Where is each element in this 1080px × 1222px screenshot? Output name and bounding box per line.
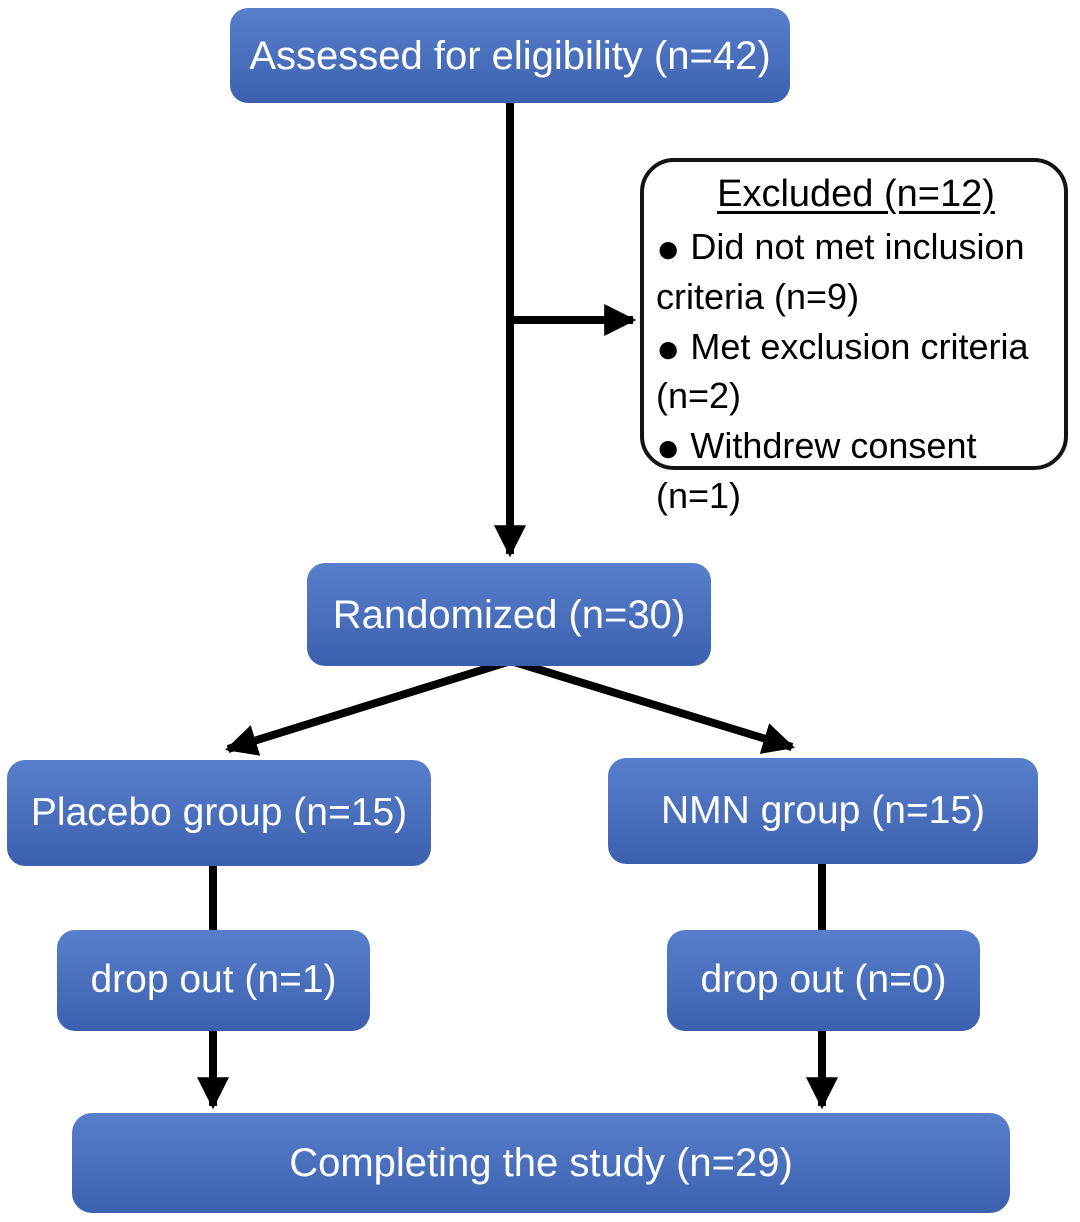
node-completing-the-study: Completing the study (n=29) — [72, 1113, 1010, 1213]
arrow-randomized-to-placebo — [224, 657, 513, 756]
excluded-item: ●Met exclusion criteria (n=2) — [656, 324, 1029, 417]
excluded-item-label: Withdrew consent (n=1) — [656, 425, 977, 516]
excluded-item-label: Did not met inclusion criteria (n=9) — [656, 226, 1025, 318]
node-label: drop out (n=1) — [90, 958, 337, 1002]
excluded-item-label: Met exclusion criteria (n=2) — [656, 325, 1029, 417]
node-placebo-group: Placebo group (n=15) — [7, 760, 431, 866]
node-nmn-group: NMN group (n=15) — [608, 758, 1038, 864]
node-dropout-placebo: drop out (n=1) — [57, 930, 370, 1031]
arrow-randomized-to-nmn — [509, 657, 796, 754]
excluded-item: ●Did not met inclusion criteria (n=9) — [656, 225, 1025, 318]
node-label: Completing the study (n=29) — [289, 1141, 793, 1185]
node-label: NMN group (n=15) — [660, 788, 986, 832]
node-assessed-for-eligibility: Assessed for eligibility (n=42) — [230, 8, 790, 103]
node-randomized: Randomized (n=30) — [307, 563, 711, 666]
node-label: Randomized (n=30) — [332, 592, 686, 637]
node-label: Assessed for eligibility (n=42) — [249, 33, 771, 78]
node-dropout-nmn: drop out (n=0) — [667, 930, 980, 1031]
node-excluded: Excluded (n=12) ●Did not met inclusion c… — [640, 158, 1068, 516]
excluded-item: ●Withdrew consent (n=1) — [656, 424, 977, 516]
node-label: drop out (n=0) — [700, 958, 947, 1002]
excluded-title: Excluded (n=12) — [717, 173, 995, 215]
node-label: Placebo group (n=15) — [30, 790, 408, 834]
